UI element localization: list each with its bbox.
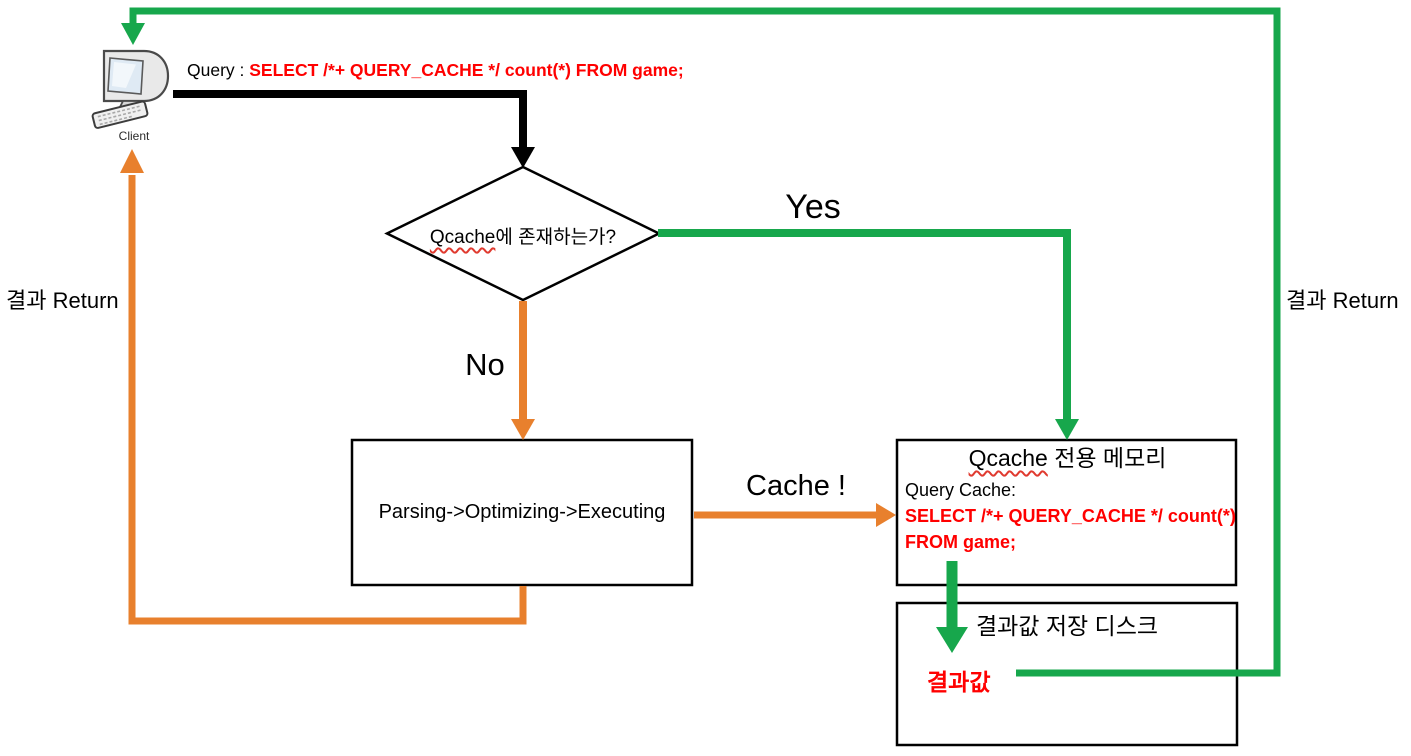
qcache-title-word: Qcache: [968, 445, 1048, 471]
query-edge-arrowhead-icon: [511, 147, 535, 168]
orange-return-arrowhead-icon: [120, 149, 144, 173]
process-label: Parsing->Optimizing->Executing: [378, 501, 666, 523]
qcache-box-title: Qcache 전용 메모리: [905, 443, 1230, 474]
qcache-memory-box: [895, 438, 1238, 587]
green-return-edge: [129, 7, 1281, 677]
decision-label: Qcache에 존재하는가?: [388, 222, 658, 249]
return-label-left: 결과 Return: [6, 288, 119, 313]
decision-diamond: [384, 165, 662, 302]
cache-edge-arrowhead-icon: [876, 503, 896, 527]
query-edge: [173, 90, 527, 149]
qcache-box-content: Qcache 전용 메모리 Query Cache: SELECT /*+ QU…: [897, 440, 1236, 585]
yes-edge-arrowhead-icon: [1055, 419, 1079, 440]
return-label-right: 결과 Return: [1286, 288, 1399, 313]
query-prefix: Query :: [187, 60, 250, 80]
no-edge-arrowhead-icon: [511, 419, 535, 440]
memory-to-disk-arrowhead-icon: [936, 627, 968, 653]
query-sql: SELECT /*+ QUERY_CACHE */ count(*) FROM …: [249, 60, 684, 80]
disk-box-title: 결과값 저장 디스크: [975, 613, 1159, 639]
process-box: [350, 438, 694, 587]
qcache-sql-line-1: SELECT /*+ QUERY_CACHE */ count(*): [905, 506, 1236, 526]
query-text: Query : SELECT /*+ QUERY_CACHE */ count(…: [187, 60, 684, 81]
client-computer-icon: [91, 49, 170, 129]
yes-label: Yes: [785, 188, 841, 226]
query-cache-heading: Query Cache:: [905, 480, 1017, 500]
no-label: No: [465, 347, 505, 382]
orange-return-edge: [128, 175, 527, 625]
client-label: Client: [118, 129, 150, 143]
qcache-title-rest: 전용 메모리: [1047, 445, 1167, 471]
green-return-arrowhead-icon: [121, 23, 145, 45]
yes-edge: [658, 229, 1071, 421]
decision-rest: 에 존재하는가?: [495, 227, 617, 248]
qcache-sql-line-2: FROM game;: [905, 532, 1017, 552]
process-box-content: Parsing->Optimizing->Executing: [352, 440, 692, 585]
result-value-label: 결과값: [927, 669, 991, 695]
cache-label: Cache !: [746, 470, 846, 502]
disk-box-content: 결과값 저장 디스크 결과값: [897, 603, 1237, 745]
decision-word: Qcache: [429, 227, 496, 248]
